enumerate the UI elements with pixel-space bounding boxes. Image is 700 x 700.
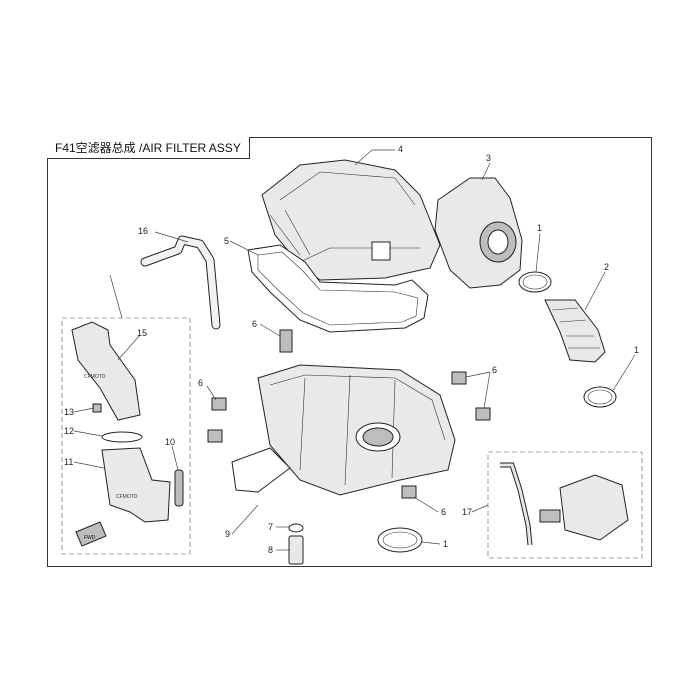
clip-left-1 — [211, 397, 227, 411]
clip-left-2 — [207, 429, 223, 443]
callout-6-right: 6 — [492, 365, 497, 375]
intake-duct: CFMOTO — [71, 321, 141, 421]
drain-tube — [288, 535, 304, 565]
small-clamp — [288, 523, 304, 533]
callout-1-upper: 1 — [537, 223, 542, 233]
fwd-arrow-tag: FWD — [75, 521, 107, 547]
fwd-arrow-label: FWD — [84, 535, 96, 541]
hose-clamp-lower — [377, 527, 423, 553]
callout-1-lower: 1 — [443, 539, 448, 549]
callout-10: 10 — [165, 437, 175, 447]
duct-brand-mark: CFMOTO — [116, 494, 138, 500]
callout-14: 15 — [137, 328, 147, 338]
sensor — [174, 469, 184, 507]
diagram-frame — [47, 137, 652, 567]
installed-view — [500, 462, 629, 546]
callout-6-bottom: 6 — [441, 507, 446, 517]
callout-13: 13 — [64, 407, 74, 417]
airbox-body — [231, 364, 456, 496]
cover-gasket — [247, 244, 429, 333]
callout-15: 16 — [138, 226, 148, 236]
callout-labels: 4 3 1 2 1 5 16 15 6 6 6 6 1 7 8 9 10 11 … — [64, 144, 639, 555]
callout-9: 9 — [225, 529, 230, 539]
duct-gasket-ring — [101, 431, 143, 443]
leader-lines — [73, 149, 636, 551]
callout-6-top: 6 — [252, 319, 257, 329]
callout-3: 3 — [486, 153, 491, 163]
airbox-cover — [261, 159, 441, 281]
hose-clamp-right — [583, 386, 617, 408]
duct-body: CFMOTO — [101, 447, 171, 523]
callout-7: 7 — [268, 522, 273, 532]
rubber-elbow — [544, 299, 606, 363]
screw — [92, 403, 102, 413]
callout-16: 17 — [462, 507, 472, 517]
callout-2: 2 — [604, 262, 609, 272]
callout-5: 5 — [224, 236, 229, 246]
clip-right-1 — [451, 371, 467, 385]
intake-subassembly-box — [61, 317, 191, 555]
callout-6-left: 6 — [198, 378, 203, 388]
clip-bottom — [401, 485, 417, 499]
intake-brand-mark: CFMOTO — [84, 374, 106, 380]
callout-11: 11 — [64, 457, 73, 467]
filter-element — [434, 177, 523, 289]
callout-8: 8 — [268, 545, 273, 555]
callout-1-right: 1 — [634, 345, 639, 355]
callout-4: 4 — [398, 144, 403, 154]
breather-hose — [140, 235, 221, 330]
callout-12: 12 — [64, 426, 74, 436]
clip-right-2 — [475, 407, 491, 421]
clip-top — [279, 329, 293, 353]
diagram-title: F41空滤器总成 /AIR FILTER ASSY — [47, 137, 250, 159]
hose-clamp-upper — [518, 271, 552, 293]
